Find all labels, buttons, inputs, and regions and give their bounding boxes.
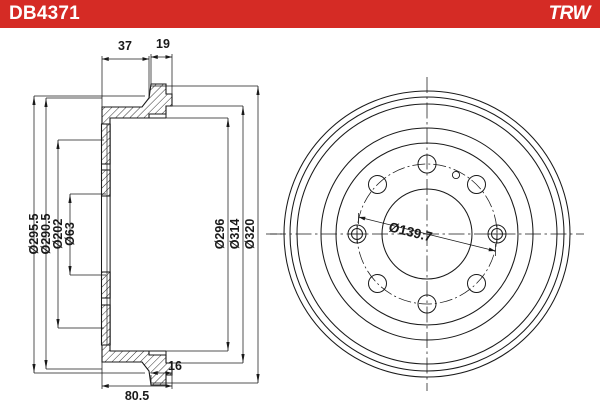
drum-wall-section-c xyxy=(100,271,111,299)
part-number-label: DB4371 xyxy=(9,3,80,24)
dimline-139-7 xyxy=(358,216,496,252)
dim-label-dia-290-5: Ø290.5 xyxy=(39,213,53,254)
stud-hole-right xyxy=(487,224,507,244)
left-diameter-dimension-lines xyxy=(33,95,145,374)
bottom-width-dimensions xyxy=(101,362,173,389)
dim-label-dia-320: Ø320 xyxy=(243,219,257,250)
drum-top-flange-section xyxy=(101,83,173,125)
drum-wall-section-d xyxy=(100,304,111,346)
trw-brand-logo: TRW xyxy=(548,3,591,24)
dim-label-dia-63: Ø63 xyxy=(63,222,77,246)
stud-hole-left xyxy=(347,224,367,244)
technical-drawing-canvas: Ø295.5 Ø290.5 Ø202 Ø63 xyxy=(0,28,600,400)
dim-label-19: 19 xyxy=(156,37,170,51)
dim-label-37: 37 xyxy=(118,39,132,53)
left-dimension-texts: Ø295.5 Ø290.5 Ø202 Ø63 xyxy=(27,213,77,254)
drum-section-profile xyxy=(100,83,173,386)
bolt-circle-dimension xyxy=(358,213,496,256)
left-dimension-arrow-ticks xyxy=(32,96,72,373)
right-diameter-dimension-lines xyxy=(151,85,259,384)
bolt-hole-upper-left xyxy=(368,175,387,194)
drum-wall-section-a xyxy=(100,123,111,165)
drum-interior-outline xyxy=(110,114,167,355)
bolt-hole-bottom xyxy=(417,294,437,314)
dim-label-dia-296: Ø296 xyxy=(213,219,227,250)
dim-label-dia-314: Ø314 xyxy=(228,219,242,250)
bolt-hole-lower-right xyxy=(467,274,486,293)
bolt-hole-upper-right xyxy=(467,175,486,194)
dim-label-dia-202: Ø202 xyxy=(51,219,65,250)
section-view-group: Ø295.5 Ø290.5 Ø202 Ø63 xyxy=(27,37,282,400)
locating-pin-hole xyxy=(451,170,461,180)
dim-label-80-5: 80.5 xyxy=(125,389,149,400)
drum-bottom-flange-section xyxy=(101,344,173,386)
right-dimension-arrow-ticks xyxy=(226,86,260,383)
title-bar: DB4371 TRW xyxy=(0,0,600,28)
bolt-hole-lower-left xyxy=(368,274,387,293)
dim-label-16: 16 xyxy=(168,359,182,373)
dim-label-bolt-circle-139-7: Ø139.7 xyxy=(387,219,434,244)
right-dimension-texts: Ø296 Ø314 Ø320 xyxy=(213,219,257,250)
top-width-dimensions xyxy=(101,54,173,107)
dim-label-dia-295-5: Ø295.5 xyxy=(27,213,41,254)
drum-wall-section-b xyxy=(100,169,111,197)
bolt-hole-top xyxy=(417,154,437,174)
front-view-group: Ø139.7 xyxy=(270,77,584,391)
drawing-svg: Ø295.5 Ø290.5 Ø202 Ø63 xyxy=(27,37,584,400)
